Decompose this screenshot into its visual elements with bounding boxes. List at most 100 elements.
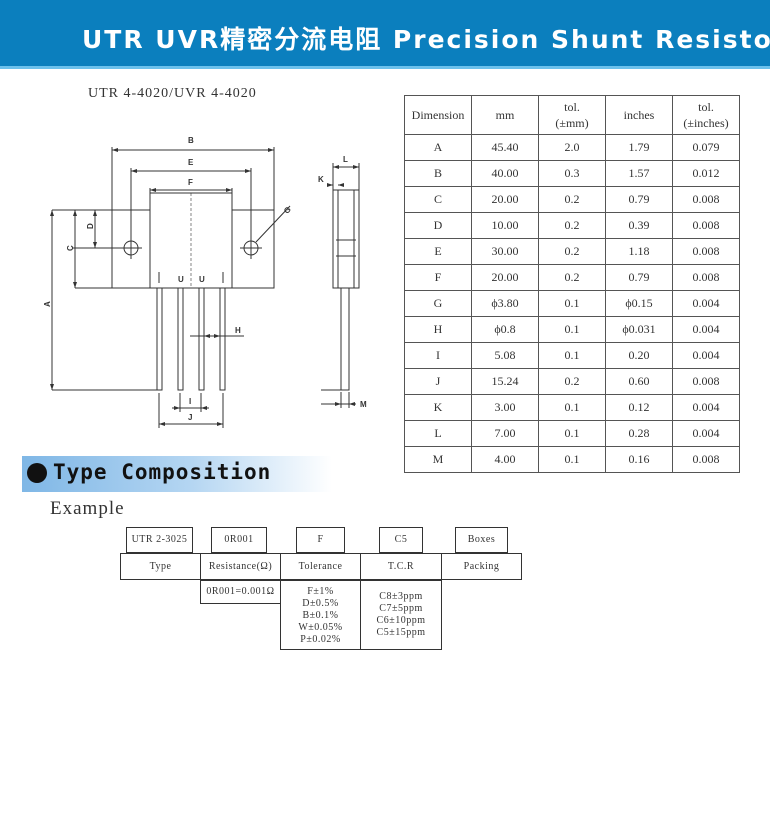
table-cell: F: [404, 264, 472, 291]
resistance-option: 0R001=0.001Ω: [206, 586, 275, 597]
table-cell: 7.00: [471, 420, 539, 447]
table-cell: 0.004: [672, 316, 740, 343]
table-cell: 0.008: [672, 212, 740, 239]
table-cell: 0.2: [538, 238, 606, 265]
dimension-drawing: B E F G A C D U U H I J L K M: [43, 136, 367, 428]
table-cell: ϕ3.80: [471, 290, 539, 317]
table-cell: 0.008: [672, 186, 740, 213]
dim-label-b: B: [188, 136, 194, 145]
table-cell: A: [404, 134, 472, 161]
dim-label-d: D: [86, 223, 95, 229]
table-cell: 0.12: [605, 394, 673, 421]
table-cell: 0.20: [605, 342, 673, 369]
table-cell: 0.39: [605, 212, 673, 239]
table-cell: 0.008: [672, 264, 740, 291]
table-cell: 0.012: [672, 160, 740, 187]
dim-label-j: J: [188, 413, 192, 422]
pin-3: [198, 287, 205, 391]
table-cell: 0.1: [538, 342, 606, 369]
example-title: Example: [50, 498, 125, 519]
table-cell: J: [404, 368, 472, 395]
column-header: inches: [605, 95, 673, 135]
page-title: UTR UVR精密分流电阻 Precision Shunt Resistors: [82, 25, 770, 54]
model-name: UTR 4-4020/UVR 4-4020: [88, 86, 257, 101]
table-cell: 0.1: [538, 420, 606, 447]
table-cell: C: [404, 186, 472, 213]
table-cell: ϕ0.8: [471, 316, 539, 343]
dim-label-c: C: [66, 245, 75, 251]
tolerance-option: D±0.5%: [302, 598, 339, 609]
dim-label-i: I: [189, 397, 191, 406]
table-cell: 0.1: [538, 394, 606, 421]
example-label-packing: Packing: [441, 553, 522, 580]
table-cell: 15.24: [471, 368, 539, 395]
table-cell: 0.79: [605, 186, 673, 213]
table-cell: M: [404, 446, 472, 473]
table-cell: 30.00: [471, 238, 539, 265]
table-cell: 0.008: [672, 238, 740, 265]
example-label-tcr: T.C.R: [360, 553, 442, 580]
column-header: tol.(±inches): [672, 95, 740, 135]
table-cell: ϕ0.15: [605, 290, 673, 317]
dim-label-f: F: [188, 178, 193, 187]
table-cell: 0.16: [605, 446, 673, 473]
table-cell: 0.1: [538, 316, 606, 343]
header-bar: [0, 0, 770, 66]
dimension-table: Dimension mm tol.(±mm) inches tol.(±inch…: [404, 95, 740, 473]
tolerance-option: W±0.05%: [298, 622, 343, 633]
column-header: tol.(±mm): [538, 95, 606, 135]
table-cell: 0.004: [672, 290, 740, 317]
table-cell: 1.18: [605, 238, 673, 265]
side-view-pin: [340, 287, 350, 391]
resistance-description: 0R001=0.001Ω: [200, 580, 281, 604]
dim-label-u1: U: [178, 275, 184, 284]
table-cell: 0.2: [538, 186, 606, 213]
table-cell: 1.79: [605, 134, 673, 161]
table-cell: G: [404, 290, 472, 317]
table-cell: 0.2: [538, 368, 606, 395]
dim-label-a: A: [43, 301, 52, 307]
example-value-tolerance: F: [296, 527, 345, 553]
section-title: Type Composition: [53, 460, 272, 484]
table-cell: 0.079: [672, 134, 740, 161]
pin-4: [219, 287, 226, 391]
table-cell: 0.2: [538, 264, 606, 291]
table-cell: 0.3: [538, 160, 606, 187]
table-cell: 20.00: [471, 264, 539, 291]
pin-2: [177, 287, 184, 391]
tcr-option: C8±3ppm: [379, 591, 423, 602]
table-cell: 0.79: [605, 264, 673, 291]
table-cell: 4.00: [471, 446, 539, 473]
table-cell: 0.004: [672, 420, 740, 447]
table-cell: I: [404, 342, 472, 369]
table-cell: 40.00: [471, 160, 539, 187]
dim-label-e: E: [188, 158, 194, 167]
table-cell: 0.1: [538, 290, 606, 317]
tcr-option: C7±5ppm: [379, 603, 423, 614]
side-view-body: [332, 189, 360, 289]
table-cell: 0.60: [605, 368, 673, 395]
tcr-option: C5±15ppm: [376, 627, 426, 638]
example-value-tcr: C5: [379, 527, 423, 553]
tcr-description: C8±3ppm C7±5ppm C6±10ppm C5±15ppm: [360, 580, 442, 650]
table-cell: 0.008: [672, 368, 740, 395]
table-cell: ϕ0.031: [605, 316, 673, 343]
section-bullet-icon: [27, 463, 47, 483]
table-cell: 0.004: [672, 342, 740, 369]
example-label-resistance: Resistance(Ω): [200, 553, 281, 580]
tolerance-option: F±1%: [307, 586, 334, 597]
table-header-row: Dimension mm tol.(±mm) inches tol.(±inch…: [404, 95, 740, 135]
column-header: Dimension: [404, 95, 472, 135]
table-cell: D: [404, 212, 472, 239]
table-cell: 10.00: [471, 212, 539, 239]
table-cell: E: [404, 238, 472, 265]
tolerance-description: F±1% D±0.5% B±0.1% W±0.05% P±0.02%: [280, 580, 361, 650]
table-cell: 20.00: [471, 186, 539, 213]
table-cell: 45.40: [471, 134, 539, 161]
